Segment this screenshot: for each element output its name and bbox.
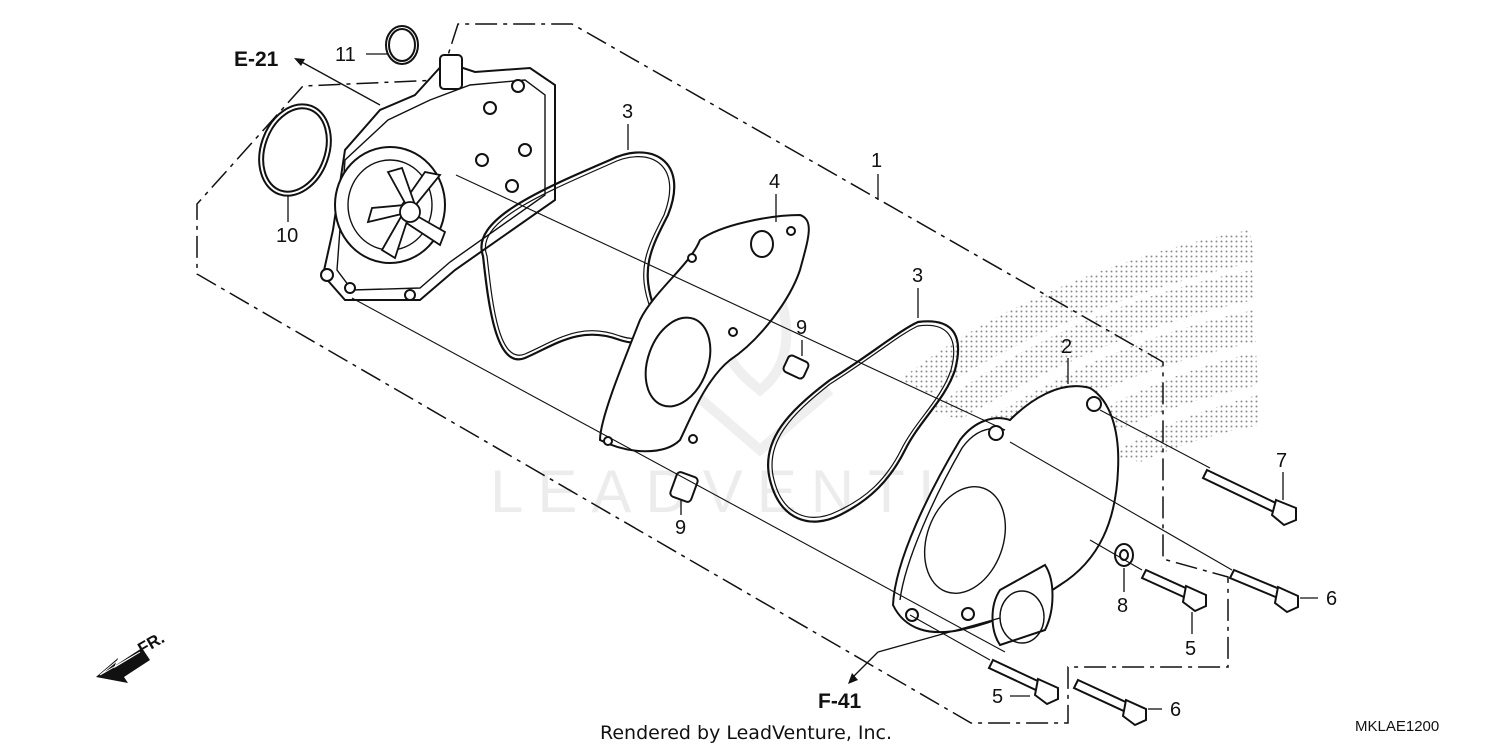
callout-3-lower: 3: [912, 265, 923, 287]
dowel-pin-lower: [669, 471, 699, 503]
assembly-outline: [196, 23, 1229, 724]
callout-6-upper: 6: [1326, 588, 1337, 610]
credit-text: Rendered by LeadVenture, Inc.: [600, 722, 892, 744]
f41-arrow: [848, 617, 1001, 684]
front-arrow-icon: [96, 648, 150, 683]
dowel-pin-upper: [782, 354, 810, 380]
callout-9-lower: 9: [675, 517, 686, 539]
gasket-left: [480, 151, 676, 361]
callout-6-lower: 6: [1170, 699, 1181, 721]
pump-plate: [598, 213, 810, 453]
callout-5-upper: 5: [1185, 638, 1196, 660]
callout-2: 2: [1061, 336, 1072, 358]
callout-4: 4: [769, 171, 780, 193]
callout-1: 1: [871, 150, 882, 172]
leader-lines: [287, 53, 1318, 710]
wing-watermark: [900, 230, 1260, 462]
callout-5-lower: 5: [992, 686, 1003, 708]
impeller: [366, 166, 447, 260]
callout-8: 8: [1117, 595, 1128, 617]
bolt-6-upper: [1228, 568, 1299, 614]
callout-9-upper: 9: [796, 317, 807, 339]
o-ring-large: [258, 103, 332, 197]
callout-10: 10: [276, 225, 298, 247]
callout-7: 7: [1276, 450, 1287, 472]
alignment-lines: [351, 174, 1233, 661]
e21-arrow: [294, 58, 381, 106]
o-ring-small: [385, 25, 419, 65]
reference-e21[interactable]: E-21: [234, 48, 279, 71]
reference-f41[interactable]: F-41: [818, 690, 862, 713]
washer: [1114, 543, 1134, 567]
callout-3-upper: 3: [622, 101, 633, 123]
bolt-5-lower: [987, 658, 1059, 706]
bolt-5-upper: [1140, 568, 1207, 613]
bolt-7: [1201, 468, 1297, 527]
pump-cover: [891, 385, 1120, 647]
pump-body: [320, 54, 556, 301]
diagram-code: MKLAE1200: [1355, 718, 1439, 735]
gasket-right: [767, 320, 960, 523]
callout-11: 11: [335, 44, 356, 66]
bolt-6-lower: [1072, 678, 1147, 727]
